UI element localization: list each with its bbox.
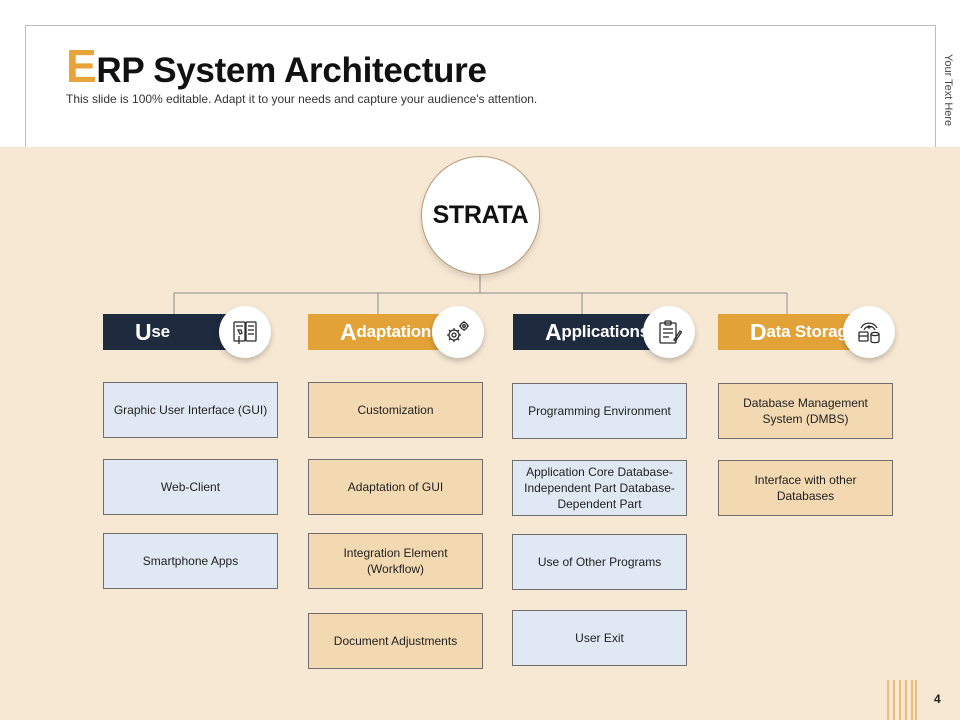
slide-subtitle: This slide is 100% editable. Adapt it to… <box>66 92 538 106</box>
applications-item-use-of-other-programs: Use of Other Programs <box>512 534 687 590</box>
page-decoration-lines <box>887 680 917 720</box>
column-head-cap: D <box>750 318 767 345</box>
applications-item-user-exit: User Exit <box>512 610 687 666</box>
adaptation-item-customization: Customization <box>308 382 483 438</box>
use-item-smartphone-apps: Smartphone Apps <box>103 533 278 589</box>
adaptation-item-document-adjustments: Document Adjustments <box>308 613 483 669</box>
page-number: 4 <box>934 692 941 706</box>
column-head-rest: se <box>151 322 170 341</box>
title-first-letter: E <box>66 40 97 92</box>
use-item-web-client: Web-Client <box>103 459 278 515</box>
gears-icon <box>432 306 484 358</box>
applications-item-application-core: Application Core Database-Independent Pa… <box>512 460 687 516</box>
title-rest: RP System Architecture <box>96 51 487 90</box>
strata-circle: STRATA <box>421 156 540 275</box>
column-head-cap: A <box>340 318 357 345</box>
data-storage-item-dbms: Database Management System (DMBS) <box>718 383 893 439</box>
column-head-rest: ata Storage <box>766 322 857 341</box>
column-head-cap: A <box>545 318 562 345</box>
clipboard-icon <box>643 306 695 358</box>
column-head-cap: U <box>135 318 152 345</box>
data-storage-item-interface-other-databases: Interface with other Databases <box>718 460 893 516</box>
use-item-gui: Graphic User Interface (GUI) <box>103 382 278 438</box>
column-head-rest: pplications <box>561 322 649 341</box>
database-icon <box>843 306 895 358</box>
adaptation-item-adaptation-of-gui: Adaptation of GUI <box>308 459 483 515</box>
column-head-rest: daptation <box>356 322 432 341</box>
header-panel <box>25 25 936 147</box>
applications-item-programming-environment: Programming Environment <box>512 383 687 439</box>
strata-label: STRATA <box>432 201 529 229</box>
slide-title: ERP System Architecture <box>66 42 487 95</box>
gui-icon <box>219 306 271 358</box>
adaptation-item-integration-element: Integration Element (Workflow) <box>308 533 483 589</box>
side-text: Your Text Here <box>942 54 954 127</box>
